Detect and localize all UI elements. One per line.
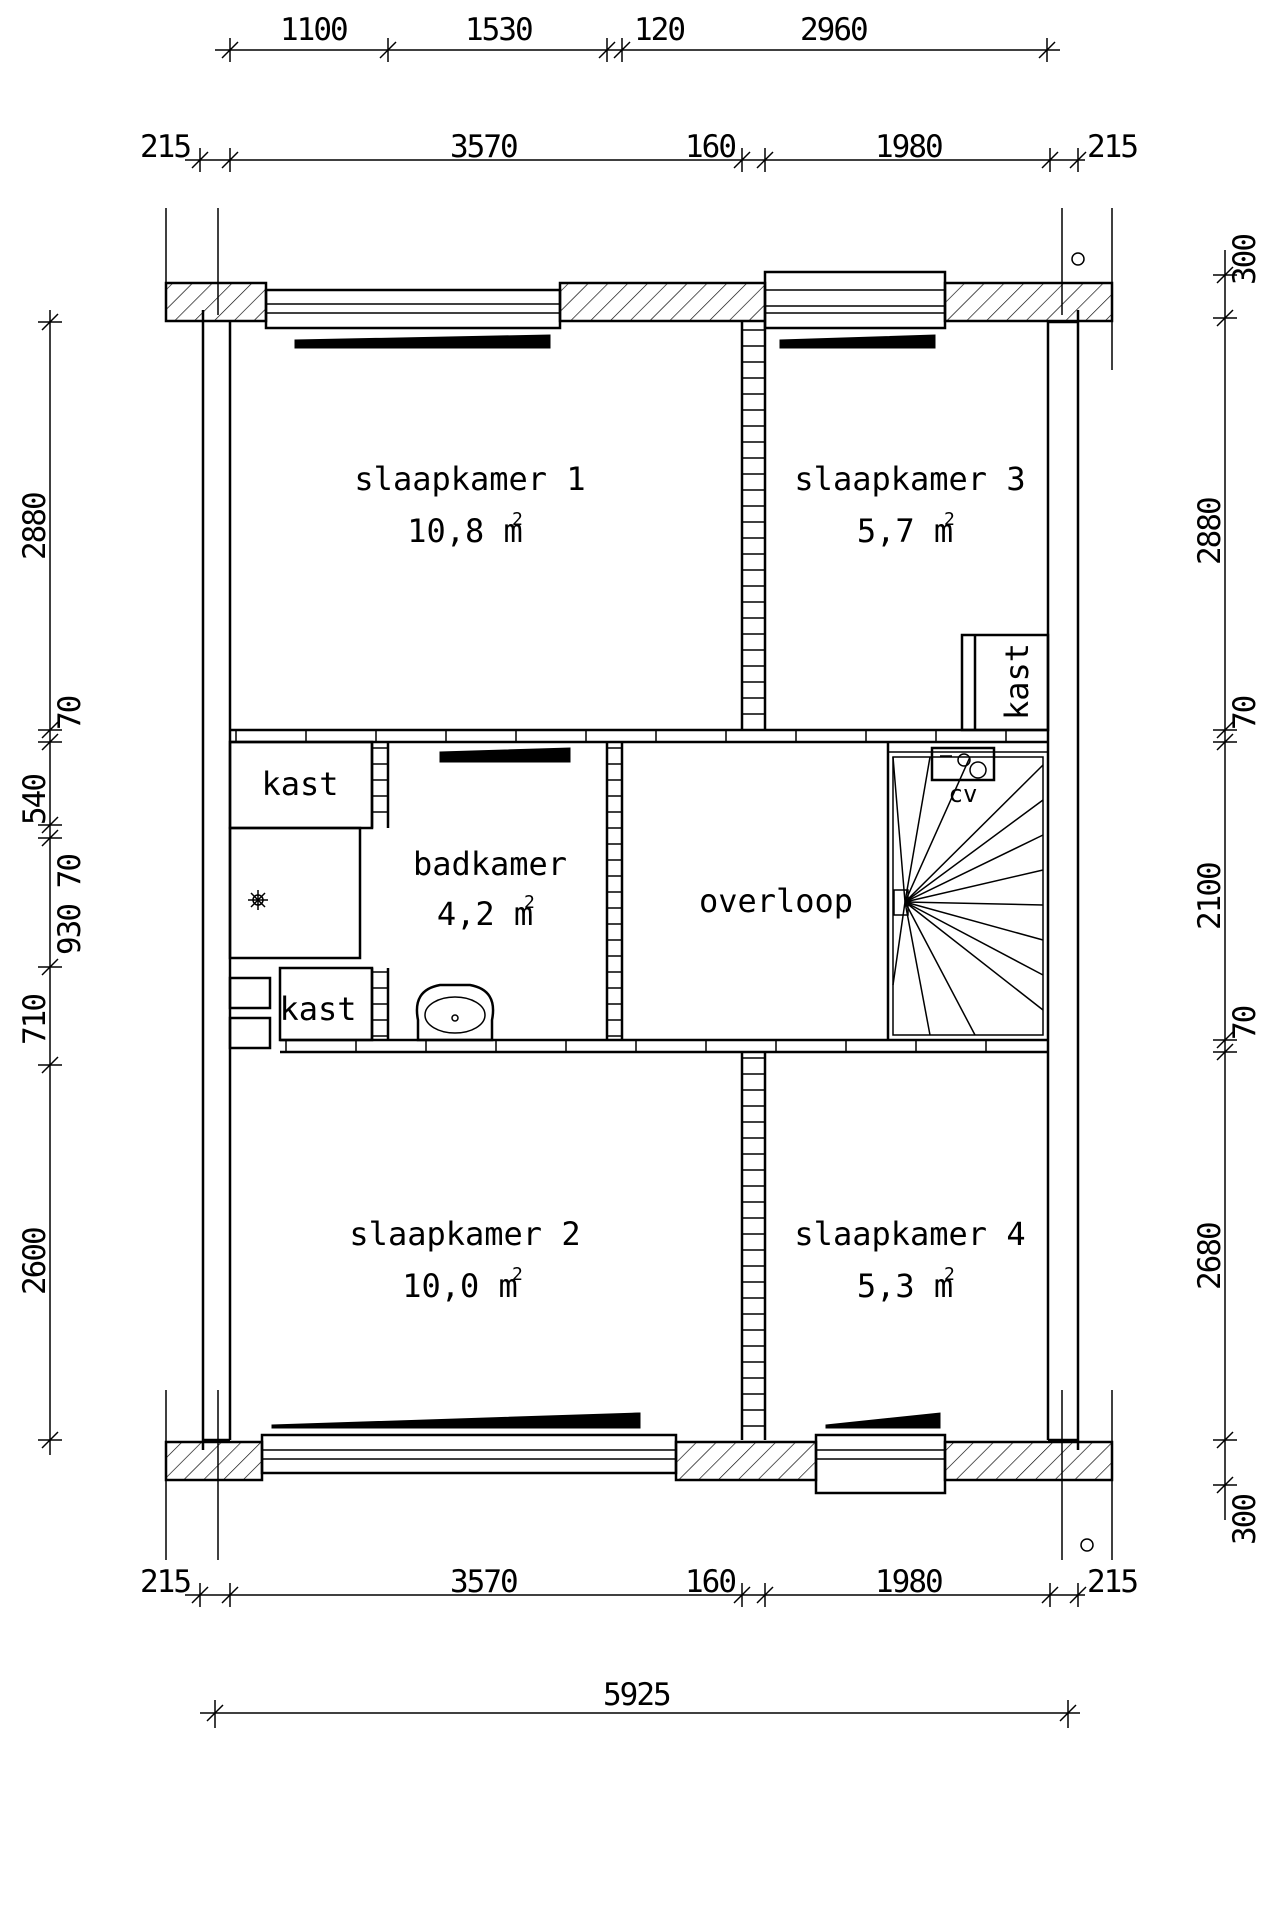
dim-left-2880: 2880 (17, 493, 53, 560)
window-sills (271, 334, 941, 1429)
dim-left-540: 540 (17, 775, 53, 825)
dim-bottom-160: 160 (685, 1564, 735, 1600)
dim-bottom-215a: 215 (140, 1564, 190, 1600)
dim-left-710: 710 (17, 995, 53, 1045)
room-name-badkamer: badkamer (413, 845, 567, 883)
cv-boiler (930, 746, 996, 782)
dim-top2-3570: 3570 (450, 129, 517, 165)
room-name-slaapkamer-3: slaapkamer 3 (794, 460, 1025, 498)
room-name-slaapkamer-1: slaapkamer 1 (354, 460, 585, 498)
dim-bottom-1980: 1980 (875, 1564, 942, 1600)
dim-left-70: 70 (52, 696, 88, 730)
closet-label-bottom: kast (279, 990, 356, 1028)
room-name-slaapkamer-2: slaapkamer 2 (349, 1215, 580, 1253)
dim-right-300a: 300 (1227, 235, 1263, 285)
area-unit-sup: 2 (512, 509, 523, 530)
room-labels: slaapkamer 1 10,8 m 2 slaapkamer 3 5,7 m… (261, 460, 1036, 1305)
area-unit-sup: 2 (524, 892, 535, 913)
dim-top2-1980: 1980 (875, 129, 942, 165)
closet-label-top: kast (261, 765, 338, 803)
dim-top1-120: 120 (634, 12, 684, 48)
dimension-labels: 1100 1530 120 2960 215 3570 160 1980 215… (17, 12, 1263, 1713)
room-name-overloop: overloop (699, 882, 853, 920)
room-name-slaapkamer-4: slaapkamer 4 (794, 1215, 1025, 1253)
closet-label-right: kast (998, 643, 1036, 720)
dim-top1-2960: 2960 (800, 12, 867, 48)
rainwater-pipe-icon (1071, 252, 1085, 266)
cv-label: cv (949, 780, 978, 808)
dim-top2-215b: 215 (1087, 129, 1137, 165)
dim-left-2600: 2600 (17, 1228, 53, 1295)
dim-left-930-70: 930 70 (52, 855, 88, 955)
dim-right-2680: 2680 (1192, 1223, 1228, 1290)
dim-bottom-3570: 3570 (450, 1564, 517, 1600)
dim-top2-215a: 215 (140, 129, 190, 165)
dim-top1-1100: 1100 (280, 12, 347, 48)
dim-right-70a: 70 (1227, 696, 1263, 730)
room-area-slaapkamer-2: 10,0 m (402, 1267, 518, 1305)
washbasin (415, 983, 495, 1042)
area-unit-sup: 2 (944, 509, 955, 530)
room-area-slaapkamer-1: 10,8 m (407, 512, 523, 550)
room-area-badkamer: 4,2 m (437, 895, 533, 933)
dim-top1-1530: 1530 (465, 12, 532, 48)
area-unit-sup: 2 (944, 1264, 955, 1285)
area-unit-sup: 2 (512, 1264, 523, 1285)
dim-right-2100: 2100 (1192, 863, 1228, 930)
rainwater-pipe-icon (1080, 1538, 1094, 1552)
dim-top2-160: 160 (685, 129, 735, 165)
staircase (887, 751, 1049, 1041)
walls (164, 270, 1114, 1495)
partition-ladder (235, 329, 1007, 1427)
room-area-slaapkamer-4: 5,3 m (857, 1267, 953, 1305)
dim-right-70b: 70 (1227, 1006, 1263, 1040)
dim-total-width: 5925 (603, 1677, 670, 1713)
dim-right-300b: 300 (1227, 1495, 1263, 1545)
room-area-slaapkamer-3: 5,7 m (857, 512, 953, 550)
dim-bottom-215b: 215 (1087, 1564, 1137, 1600)
dim-right-2880: 2880 (1192, 498, 1228, 565)
drain-icon (248, 890, 268, 910)
